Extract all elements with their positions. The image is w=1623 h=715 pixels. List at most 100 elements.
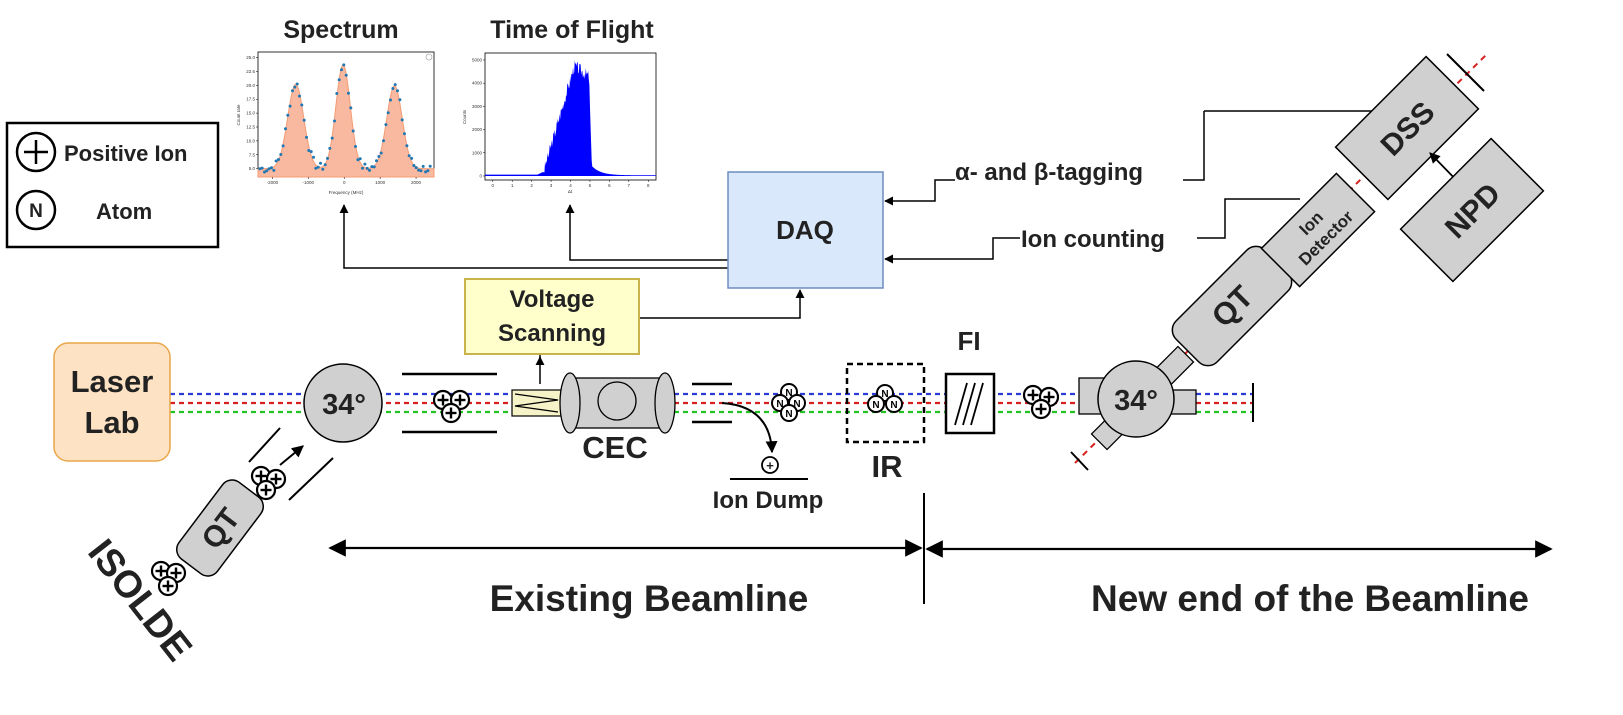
spectrum-point <box>272 168 276 172</box>
voltage-scanning-line2: Scanning <box>498 320 606 347</box>
x-tick-label: 2000 <box>411 180 422 185</box>
spectrum-point <box>361 166 364 170</box>
y-tick-label: 15.0 <box>246 111 255 116</box>
spectrum-point <box>281 144 285 148</box>
spectrum-point <box>335 92 339 95</box>
spectrum-point <box>403 132 406 136</box>
spectrum-point <box>279 153 283 156</box>
spectrum-point <box>410 156 414 160</box>
spectrum-point <box>428 164 432 168</box>
voltage-scanning-box[interactable]: Voltage Scanning <box>464 278 640 355</box>
tof-xlabel: Δt <box>568 189 573 194</box>
x-tick-label: 3 <box>550 183 553 188</box>
spectrum-point <box>375 159 378 163</box>
spectrum-point <box>288 104 292 108</box>
spectrum-point <box>391 87 395 90</box>
left-plate-upper <box>248 427 281 463</box>
spectrum-point <box>328 146 332 150</box>
spectrum-point <box>330 136 334 140</box>
spectrum-point <box>372 165 376 169</box>
positive-ion-icon <box>15 131 57 173</box>
spectrum-point <box>421 164 425 168</box>
spectrum-xlabel: Frequency (MHz) <box>329 190 364 195</box>
spectrum-point <box>412 164 416 167</box>
spectrum-point <box>295 82 299 86</box>
spectrum-point <box>293 85 297 89</box>
spectrum-point <box>274 159 278 163</box>
spectrum-point <box>340 68 343 72</box>
ir-label: IR <box>872 449 903 484</box>
spectrum-point <box>312 155 315 159</box>
spectrum-point <box>342 63 346 67</box>
spectrum-point <box>414 166 418 170</box>
spectrum-point <box>396 89 399 93</box>
y-tick-label: 7.5 <box>249 152 256 157</box>
spectrum-legend-marker <box>425 53 433 61</box>
tof-ylabel: Counts <box>462 109 467 124</box>
x-tick-label: 6 <box>608 183 611 188</box>
ion-dump: + Ion Dump <box>713 456 824 514</box>
y-tick-label: 10.0 <box>246 138 255 143</box>
spectrum-point <box>267 167 271 171</box>
spectrum-point <box>333 119 336 123</box>
spectrum-point <box>265 169 269 173</box>
spectrum-point <box>263 170 266 174</box>
beamline-extent: Existing Beamline New end of the Beamlin… <box>328 493 1553 619</box>
dss: DSS <box>1334 55 1480 201</box>
spectrum-point <box>405 144 409 148</box>
ir-box: IR <box>845 362 926 484</box>
spectrum-point <box>302 118 306 122</box>
bender-34-left: 34° <box>303 363 383 443</box>
y-tick-label: 12.5 <box>246 125 255 130</box>
spectrum-title: Spectrum <box>283 16 398 44</box>
spectrum-ylabel: Count rate <box>236 104 241 126</box>
spectrum-point <box>270 166 273 170</box>
ion-dump-arrow <box>721 402 778 454</box>
ion-dump-label: Ion Dump <box>713 487 824 514</box>
atom-cluster-middle <box>771 383 806 422</box>
spectrum-point <box>400 118 404 122</box>
spectrum-point <box>319 161 322 165</box>
ion-cluster-left-upper <box>250 465 287 501</box>
x-tick-label: 5 <box>589 183 592 188</box>
x-tick-label: -1000 <box>303 180 315 185</box>
spectrum-data-points <box>258 63 432 174</box>
y-tick-label: 2000 <box>472 127 483 132</box>
spectrum-point <box>321 167 325 171</box>
spectrum-point <box>417 168 421 172</box>
y-tick-label: 1000 <box>472 150 483 155</box>
bender-left-label: 34° <box>322 389 366 421</box>
spectrum-point <box>386 111 390 115</box>
spectrum-point <box>323 163 327 167</box>
ion-direction-arrow <box>279 445 304 466</box>
spectrum-point <box>291 89 294 93</box>
x-tick-label: -2000 <box>267 180 279 185</box>
x-tick-label: 0 <box>492 183 495 188</box>
y-tick-label: 17.5 <box>246 97 255 102</box>
spectrum-point <box>368 168 371 172</box>
spectrum-point <box>379 151 383 155</box>
laser-lab-line2: Lab <box>84 405 139 440</box>
spectrum-point <box>298 94 301 98</box>
legend-atom-symbol: N <box>29 201 43 222</box>
spectrum-point <box>365 166 369 170</box>
fi-box: FI <box>944 326 996 435</box>
legend: Positive Ion N Atom <box>5 121 220 249</box>
qt-right: QT <box>1171 245 1293 367</box>
spectrum-point <box>419 169 423 173</box>
spectrum-point <box>337 78 341 82</box>
tof-histogram <box>485 60 656 176</box>
daq-label: DAQ <box>776 215 834 245</box>
spectrum-point <box>424 170 428 174</box>
legend-atom-label: Atom <box>96 199 152 224</box>
laser-lab-box[interactable]: Laser Lab <box>53 342 171 462</box>
spectrum-point <box>398 98 402 102</box>
x-tick-label: 2 <box>530 183 533 188</box>
cec-label: CEC <box>582 430 647 465</box>
daq-box[interactable]: DAQ <box>727 171 884 289</box>
x-tick-label: 4 <box>569 183 572 188</box>
